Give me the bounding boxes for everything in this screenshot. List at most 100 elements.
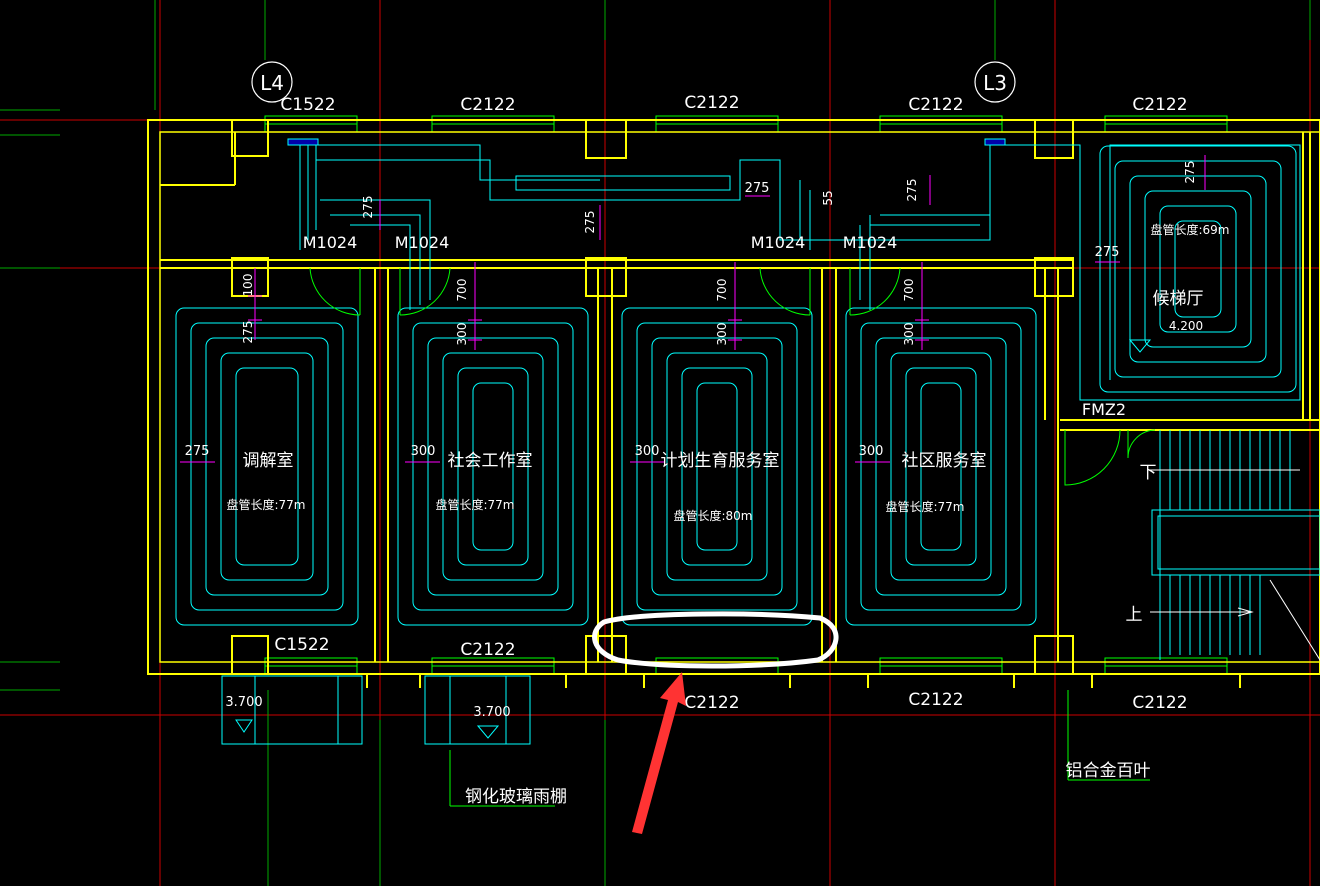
- dimension-texts-vertical: 100 275 700 300 700 300 700 300 275 275 …: [241, 161, 1197, 346]
- pipe-loop: [457, 367, 529, 566]
- door-labels: M1024 M1024 M1024 M1024 FMZ2: [303, 233, 1126, 419]
- dimension-text: 300: [715, 323, 729, 346]
- window-label: C2122: [684, 693, 739, 713]
- window-label: C2122: [908, 690, 963, 710]
- elevation-label: 4.200: [1169, 319, 1203, 333]
- dimension-text: 700: [715, 279, 729, 302]
- pipe-loop: [427, 337, 559, 596]
- pipe-length: 盘管长度:77m: [885, 499, 964, 514]
- pipe-spacing: 275: [185, 444, 210, 459]
- red-arrow-icon: [632, 672, 686, 834]
- dimension-text: 55: [821, 190, 835, 205]
- pipe-length: 盘管长度:80m: [673, 508, 752, 523]
- room-names: 调解室 社会工作室 计划生育服务室 社区服务室 候梯厅: [243, 289, 1204, 471]
- pipe-loop: [621, 307, 813, 626]
- door-label: M1024: [395, 233, 450, 252]
- dimension-text: 700: [455, 279, 469, 302]
- pipe-spacing: 300: [411, 444, 436, 459]
- room-name: 计划生育服务室: [661, 451, 780, 471]
- pipe-loop: [397, 307, 589, 626]
- dimension-text: 300: [455, 323, 469, 346]
- axis-bubbles: L4 L3: [251, 61, 1016, 103]
- window-label: C2122: [460, 640, 515, 660]
- window-label: C2122: [684, 93, 739, 113]
- canopy-elevation: 3.700: [225, 695, 262, 710]
- pipe-loop: [205, 337, 329, 596]
- pipe-loop: [666, 352, 768, 581]
- bottom-wall-ticks: [366, 674, 1241, 688]
- pipe-loop: [651, 337, 783, 596]
- room-name: 调解室: [243, 451, 294, 471]
- pipe-length: 盘管长度:77m: [435, 497, 514, 512]
- pipe-length: 盘管长度:69m: [1150, 222, 1229, 237]
- door-swings: [309, 267, 1156, 486]
- pipe-loop: [905, 367, 977, 566]
- pipe-loop: [1114, 160, 1282, 378]
- pipe-loop: [696, 382, 738, 551]
- fire-door-label: FMZ2: [1082, 400, 1126, 419]
- pipe-loop: [636, 322, 798, 611]
- pipe-loop: [681, 367, 753, 566]
- walls: [147, 119, 1320, 675]
- dimension-texts: 275 300 300 300 275 275: [185, 181, 1120, 459]
- dimension-text: 275: [745, 181, 770, 196]
- pipe-spacing: 300: [859, 444, 884, 459]
- heating-pipe-coils: [175, 145, 1297, 626]
- dimension-text: 275: [241, 321, 255, 344]
- dimension-text: 275: [905, 179, 919, 202]
- canopies: [221, 339, 1152, 745]
- axis-label-l4: L4: [260, 71, 284, 95]
- pipe-loop: [1099, 145, 1297, 393]
- pipe-loop: [175, 307, 359, 626]
- door-label: M1024: [843, 233, 898, 252]
- pipe-loop: [1144, 190, 1252, 348]
- note-labels: 钢化玻璃雨棚 铝合金百叶: [465, 761, 1151, 807]
- pipe-length: 盘管长度:77m: [226, 497, 305, 512]
- pipe-loop: [860, 322, 1022, 611]
- door-label: M1024: [303, 233, 358, 252]
- pipe-spacing: 275: [1095, 245, 1120, 260]
- window-labels-top: C1522 C2122 C2122 C2122 C2122: [280, 93, 1187, 115]
- pipe-loop: [472, 382, 514, 551]
- room-name: 社会工作室: [448, 451, 533, 471]
- dimension-text: 275: [1183, 161, 1197, 184]
- glass-canopy-note: 钢化玻璃雨棚: [465, 787, 567, 807]
- corridor-pipes: [287, 138, 1301, 401]
- door-label: M1024: [751, 233, 806, 252]
- stair: [1150, 430, 1320, 661]
- canopy-elevation: 3.700: [473, 705, 510, 720]
- pipe-loop: [220, 352, 314, 581]
- window-label: C2122: [460, 95, 515, 115]
- aluminum-louver-note: 铝合金百叶: [1066, 761, 1151, 781]
- window-label: C1522: [280, 95, 335, 115]
- window-label: C2122: [1132, 693, 1187, 713]
- pipe-loop: [190, 322, 344, 611]
- stair-labels: 下 上: [1126, 463, 1157, 625]
- highlight-annotation: [592, 611, 839, 834]
- dimension-text: 100: [241, 274, 255, 297]
- stair-down-label: 下: [1140, 463, 1157, 483]
- pipe-loop: [235, 367, 299, 566]
- pipe-loop: [845, 307, 1037, 626]
- dimension-text: 300: [902, 323, 916, 346]
- pipe-loop: [875, 337, 1007, 596]
- pipe-length-labels: 盘管长度:77m 盘管长度:77m 盘管长度:80m 盘管长度:77m 盘管长度…: [226, 222, 1229, 523]
- room-name: 候梯厅: [1153, 289, 1204, 309]
- dimension-lines: [180, 155, 1206, 463]
- pipe-loop: [442, 352, 544, 581]
- pipe-loop: [890, 352, 992, 581]
- note-leaders: [449, 690, 1150, 807]
- pipe-spacing: 300: [635, 444, 660, 459]
- pipe-loop: [1159, 205, 1237, 333]
- room-name: 社区服务室: [902, 451, 987, 471]
- axis-label-l3: L3: [983, 71, 1007, 95]
- dimension-text: 700: [902, 279, 916, 302]
- window-label: C2122: [908, 95, 963, 115]
- pipe-loop: [1174, 220, 1222, 318]
- dimension-text: 275: [583, 211, 597, 234]
- window-labels-bottom: C1522 C2122 C2122 C2122 C2122: [274, 635, 1187, 713]
- pipe-loop: [920, 382, 962, 551]
- window-label: C1522: [274, 635, 329, 655]
- pipe-loop: [1129, 175, 1267, 363]
